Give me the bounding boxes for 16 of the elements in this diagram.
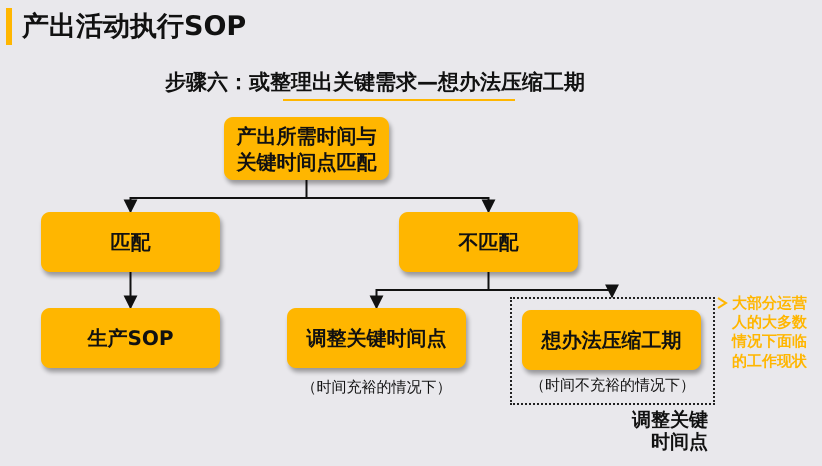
subtitle: 步骤六：或整理出关键需求—想办法压缩工期 xyxy=(165,69,585,96)
condition-note: （时间不充裕的情况下） xyxy=(529,376,696,395)
process-box: 生产SOP xyxy=(41,308,220,368)
process-box: 想办法压缩工期 xyxy=(522,310,701,370)
condition-note: （时间充裕的情况下） xyxy=(300,378,452,397)
process-box: 不匹配 xyxy=(399,212,578,272)
title: 产出活动执行SOP xyxy=(22,10,246,44)
dotted-frame xyxy=(510,297,715,405)
process-box: 匹配 xyxy=(41,212,220,272)
arrow xyxy=(306,180,496,214)
arrow xyxy=(124,272,138,310)
arrow xyxy=(488,272,619,298)
process-box: 产出所需时间与关键时间点匹配 xyxy=(224,117,389,180)
process-box: 调整关键时间点 xyxy=(287,308,466,368)
chapter-label: 调整关键时间点 xyxy=(630,410,708,454)
side-note: 大部分运营人的大多数情况下面临的工作现状 xyxy=(732,294,808,371)
